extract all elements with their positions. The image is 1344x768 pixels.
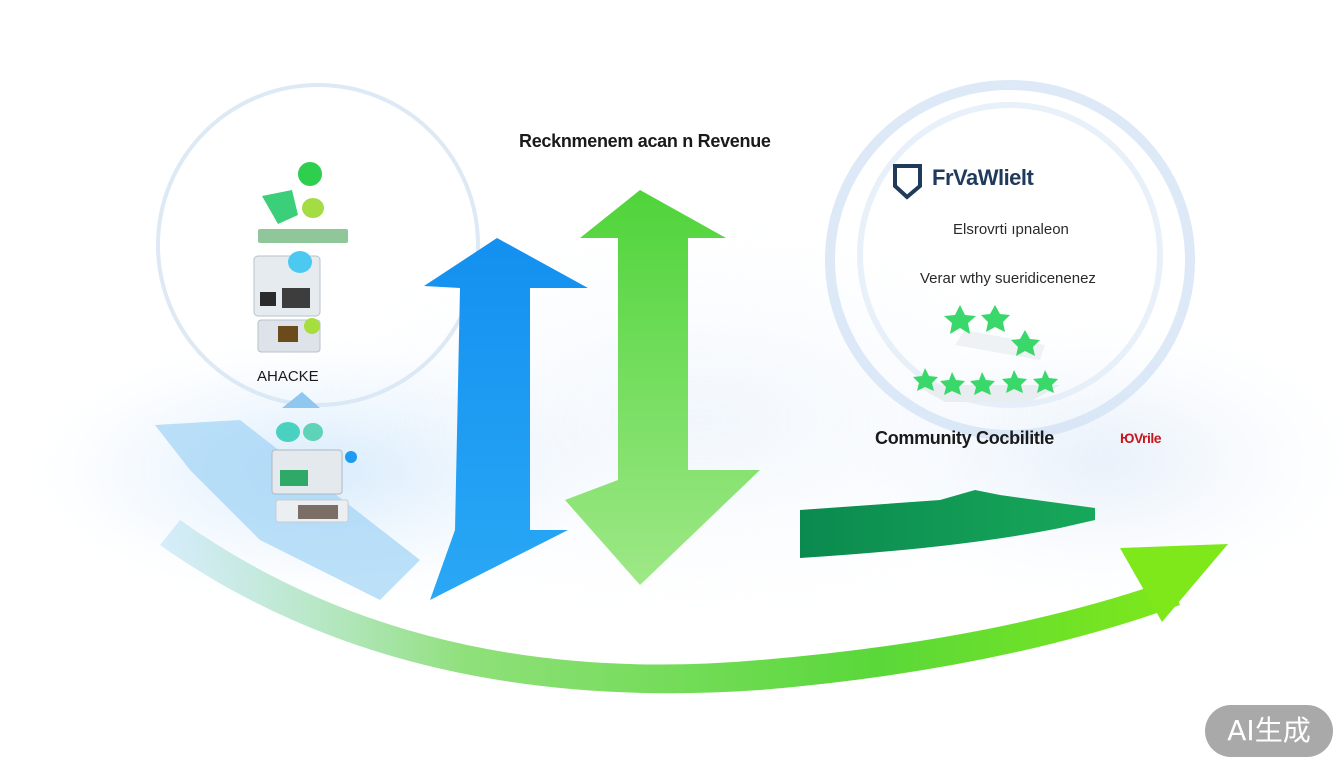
shield-icon [893, 164, 922, 200]
blue-up-arrow [424, 238, 588, 600]
right-circle-outline [825, 80, 1195, 440]
growth-curve-arrow [160, 520, 1228, 694]
left-circle-outline [156, 83, 480, 407]
right-line-1: Elsrovrti ıpnaleon [953, 221, 1069, 238]
ai-generated-badge: AI生成 [1205, 705, 1333, 757]
brand-name: FrVaWlielt [932, 165, 1034, 190]
star-icon [944, 305, 976, 334]
community-label: Community Cocbilitle [875, 428, 1055, 448]
chat-bubble-icon [302, 198, 324, 218]
star-cluster [913, 305, 1060, 402]
chat-bubble-icon [298, 162, 322, 186]
star-icon [1002, 370, 1027, 393]
chat-bubble-icon [262, 190, 298, 224]
triangle-icon [282, 392, 320, 408]
panel-bar-icon [258, 229, 348, 243]
left-label: AHACKE [257, 368, 319, 385]
green-up-down-arrow [565, 190, 760, 585]
diagram-title: Recknmenem acan n Revenue [519, 131, 771, 151]
left-icon-stack [253, 162, 357, 523]
right-line-2: Verar wthy sueridicenenez [920, 270, 1096, 287]
star-icon [970, 372, 995, 395]
star-icon [981, 305, 1010, 332]
red-tag: ЮVrile [1120, 430, 1162, 446]
star-icon [940, 372, 965, 395]
star-icon [913, 368, 938, 391]
star-icon [1033, 370, 1058, 393]
dark-green-arrow [800, 490, 1095, 558]
star-icon [1011, 330, 1040, 356]
